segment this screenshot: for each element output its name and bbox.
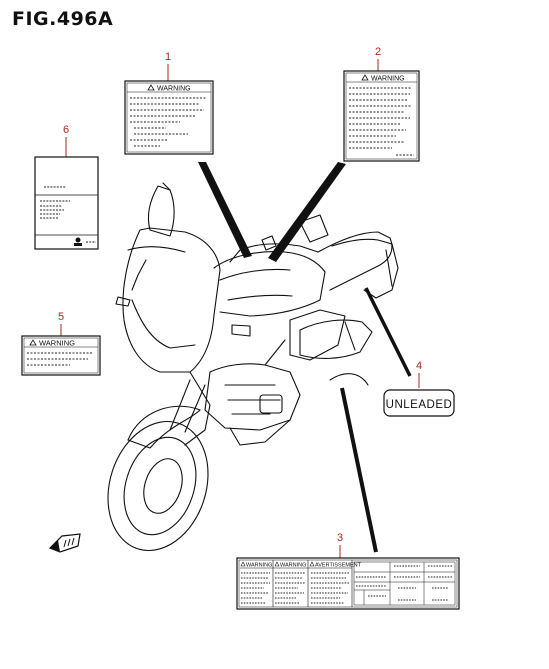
callout-number-2: 2 <box>375 46 381 58</box>
warning-label-2-heading: WARNING <box>371 76 405 83</box>
manual-label-6 <box>34 156 99 250</box>
leader-lines <box>198 162 412 553</box>
motorcycle-outline <box>107 182 399 552</box>
warning-label-1: WARNING <box>124 80 214 155</box>
warning-triangle-icon <box>274 561 280 567</box>
leader-line-4 <box>364 287 412 377</box>
manual-icon <box>74 237 82 246</box>
warning-label-1-heading: WARNING <box>157 86 191 93</box>
callout-number-6: 6 <box>63 124 69 136</box>
leader-line-1 <box>198 162 252 258</box>
callouts: 1 2 3 4 5 6 <box>58 46 422 558</box>
warning-label-3: WARNING WARNING AVERTISSEMENT <box>236 557 460 610</box>
warning-label-5: WARNING <box>21 335 101 376</box>
warning-triangle-icon <box>29 339 37 346</box>
callout-number-1: 1 <box>165 51 171 63</box>
unleaded-label-4: UNLEADED <box>383 389 455 417</box>
leader-line-2 <box>268 162 346 262</box>
front-direction-arrow-icon <box>48 533 81 553</box>
warning-label-3-heading-3: AVERTISSEMENT <box>315 563 362 569</box>
warning-label-3-heading-1: WARNING <box>246 563 272 569</box>
figure-title: FIG.496A <box>12 8 114 30</box>
leader-line-3 <box>340 387 378 553</box>
warning-label-3-heading-2: WARNING <box>280 563 306 569</box>
callout-number-3: 3 <box>337 532 343 544</box>
warning-label-2: WARNING <box>343 70 420 162</box>
callout-number-4: 4 <box>416 360 422 372</box>
warning-label-5-heading: WARNING <box>39 339 75 348</box>
warning-triangle-icon <box>147 84 155 91</box>
warning-triangle-icon <box>240 561 246 567</box>
warning-triangle-icon <box>309 561 315 567</box>
callout-number-5: 5 <box>58 311 64 323</box>
unleaded-label-text: UNLEADED <box>386 399 453 411</box>
warning-triangle-icon <box>361 74 369 81</box>
